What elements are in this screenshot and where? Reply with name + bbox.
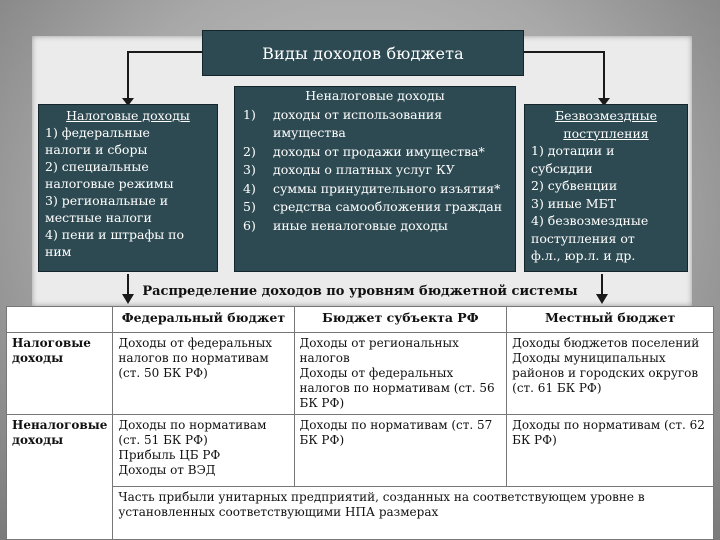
connector-arrows [122, 51, 610, 304]
cell-local-nontax: Доходы по нормативам (ст. 62 БК РФ) [506, 414, 714, 487]
cell-regional-nontax: Доходы по нормативам (ст. 57 БК РФ) [293, 414, 508, 487]
tax-line: 2) специальные [45, 159, 149, 174]
tax-line: налоговые режимы [45, 176, 174, 191]
item-text: средства самообложения граждан [273, 199, 503, 214]
grant-line: 4) безвозмездные [531, 213, 649, 228]
tax-line: местные налоги [45, 210, 152, 225]
item-text: суммы принудительного изъятия* [273, 180, 501, 196]
item-text: иные неналоговые доходы [273, 217, 448, 233]
cell-local-tax: Доходы бюджетов поселений Доходы муницип… [506, 332, 714, 415]
cell-regional-tax: Доходы от региональных налогов Доходы от… [293, 332, 508, 415]
cell-line: Доходы от ВЭД [118, 463, 216, 477]
grant-line: ф.л., юр.л. и др. [531, 248, 636, 263]
arrowhead-grant [598, 98, 610, 106]
item-text: доходы от использования имущества [273, 106, 443, 141]
table-row: Неналоговые доходы Доходы по нормативам … [5, 414, 714, 540]
item-number: 6) [243, 217, 256, 233]
tax-box-heading: Налоговые доходы [66, 108, 190, 123]
item-number: 5) [243, 199, 256, 214]
grant-line: поступления от [531, 230, 635, 246]
list-item: 3) доходы о платных услуг КУ [239, 161, 511, 180]
table-row: Часть прибыли унитарных предприятий, соз… [7, 486, 714, 540]
title-text: Виды доходов бюджета [262, 43, 464, 63]
header-regional: Бюджет субъекта РФ [293, 306, 508, 333]
cell-line: Прибыль ЦБ РФ [118, 448, 221, 462]
list-item: 4) суммы принудительного изъятия* [239, 180, 511, 199]
cell-line: Доходы муниципальных районов и городских… [512, 351, 699, 395]
grant-line: 2) субвенции [531, 178, 618, 193]
item-number: 4) [243, 180, 256, 196]
row-head-tax: Налоговые доходы [5, 332, 114, 415]
tax-line: 3) региональные и [45, 193, 169, 208]
arrow-to-grant [524, 51, 605, 100]
item-number: 1) [243, 106, 256, 122]
table-row: Налоговые доходы Доходы от федеральных н… [5, 332, 714, 415]
nontax-box-heading: Неналоговые доходы [305, 88, 445, 103]
tax-revenues-box: Налоговые доходы 1) федеральные налоги и… [38, 104, 218, 272]
budget-revenue-types-title: Виды доходов бюджета [202, 30, 524, 76]
arrowhead-tax [122, 98, 134, 106]
header-cell-empty [5, 306, 114, 333]
cell-line: Доходы по нормативам (ст. 51 БК РФ) [118, 418, 267, 447]
non-tax-revenues-box: Неналоговые доходы 1) доходы от использов… [234, 86, 516, 272]
tax-line: налоги и сборы [45, 142, 148, 157]
header-federal: Федеральный бюджет [112, 306, 295, 333]
cell-federal-tax: Доходы от федеральных налогов по нормати… [112, 332, 295, 415]
item-number: 3) [243, 162, 256, 177]
grant-line: 1) дотации и [531, 143, 615, 158]
item-number: 2) [243, 143, 256, 159]
table-header-row: Федеральный бюджет Бюджет субъекта РФ Ме… [5, 306, 714, 333]
cell-federal-nontax: Доходы по нормативам (ст. 51 БК РФ) Приб… [112, 414, 295, 487]
list-item: 1) доходы от использования имущества [239, 106, 511, 143]
row-head-nontax: Неналоговые доходы [5, 414, 114, 540]
tax-line: ним [45, 244, 72, 259]
header-local: Местный бюджет [506, 306, 714, 333]
tax-line: 1) федеральные [45, 125, 150, 140]
arrowhead-right-down [596, 294, 608, 304]
distribution-table: Федеральный бюджет Бюджет субъекта РФ Ме… [5, 306, 714, 540]
cell-line: Доходы от федеральных налогов по нормати… [299, 366, 495, 410]
cell-line: Доходы от региональных налогов [299, 336, 459, 365]
item-text: доходы от продажи имущества* [273, 143, 485, 159]
item-text: доходы о платных услуг КУ [273, 162, 455, 177]
distribution-title: Распределение доходов по уровням бюджетн… [142, 284, 578, 299]
cell-footer-note: Часть прибыли унитарных предприятий, соз… [112, 486, 714, 540]
grant-box-heading: Безвозмездные поступления [554, 108, 658, 141]
grant-line: 3) иные МБТ [531, 195, 617, 211]
list-item: 6) иные неналоговые доходы [239, 217, 511, 236]
list-item: 5) средства самообложения граждан [239, 198, 511, 217]
grant-receipts-box: Безвозмездные поступления 1) дотации и с… [524, 104, 688, 272]
arrow-to-tax [127, 51, 202, 100]
nontax-list: 1) доходы от использования имущества 2) до… [239, 106, 511, 236]
tax-line: 4) пени и штрафы по [45, 227, 185, 242]
grant-line: субсидии [531, 160, 593, 176]
cell-line: Доходы бюджетов поселений [512, 336, 700, 350]
arrowhead-left-down [122, 294, 134, 304]
list-item: 2) доходы от продажи имущества* [239, 143, 511, 162]
